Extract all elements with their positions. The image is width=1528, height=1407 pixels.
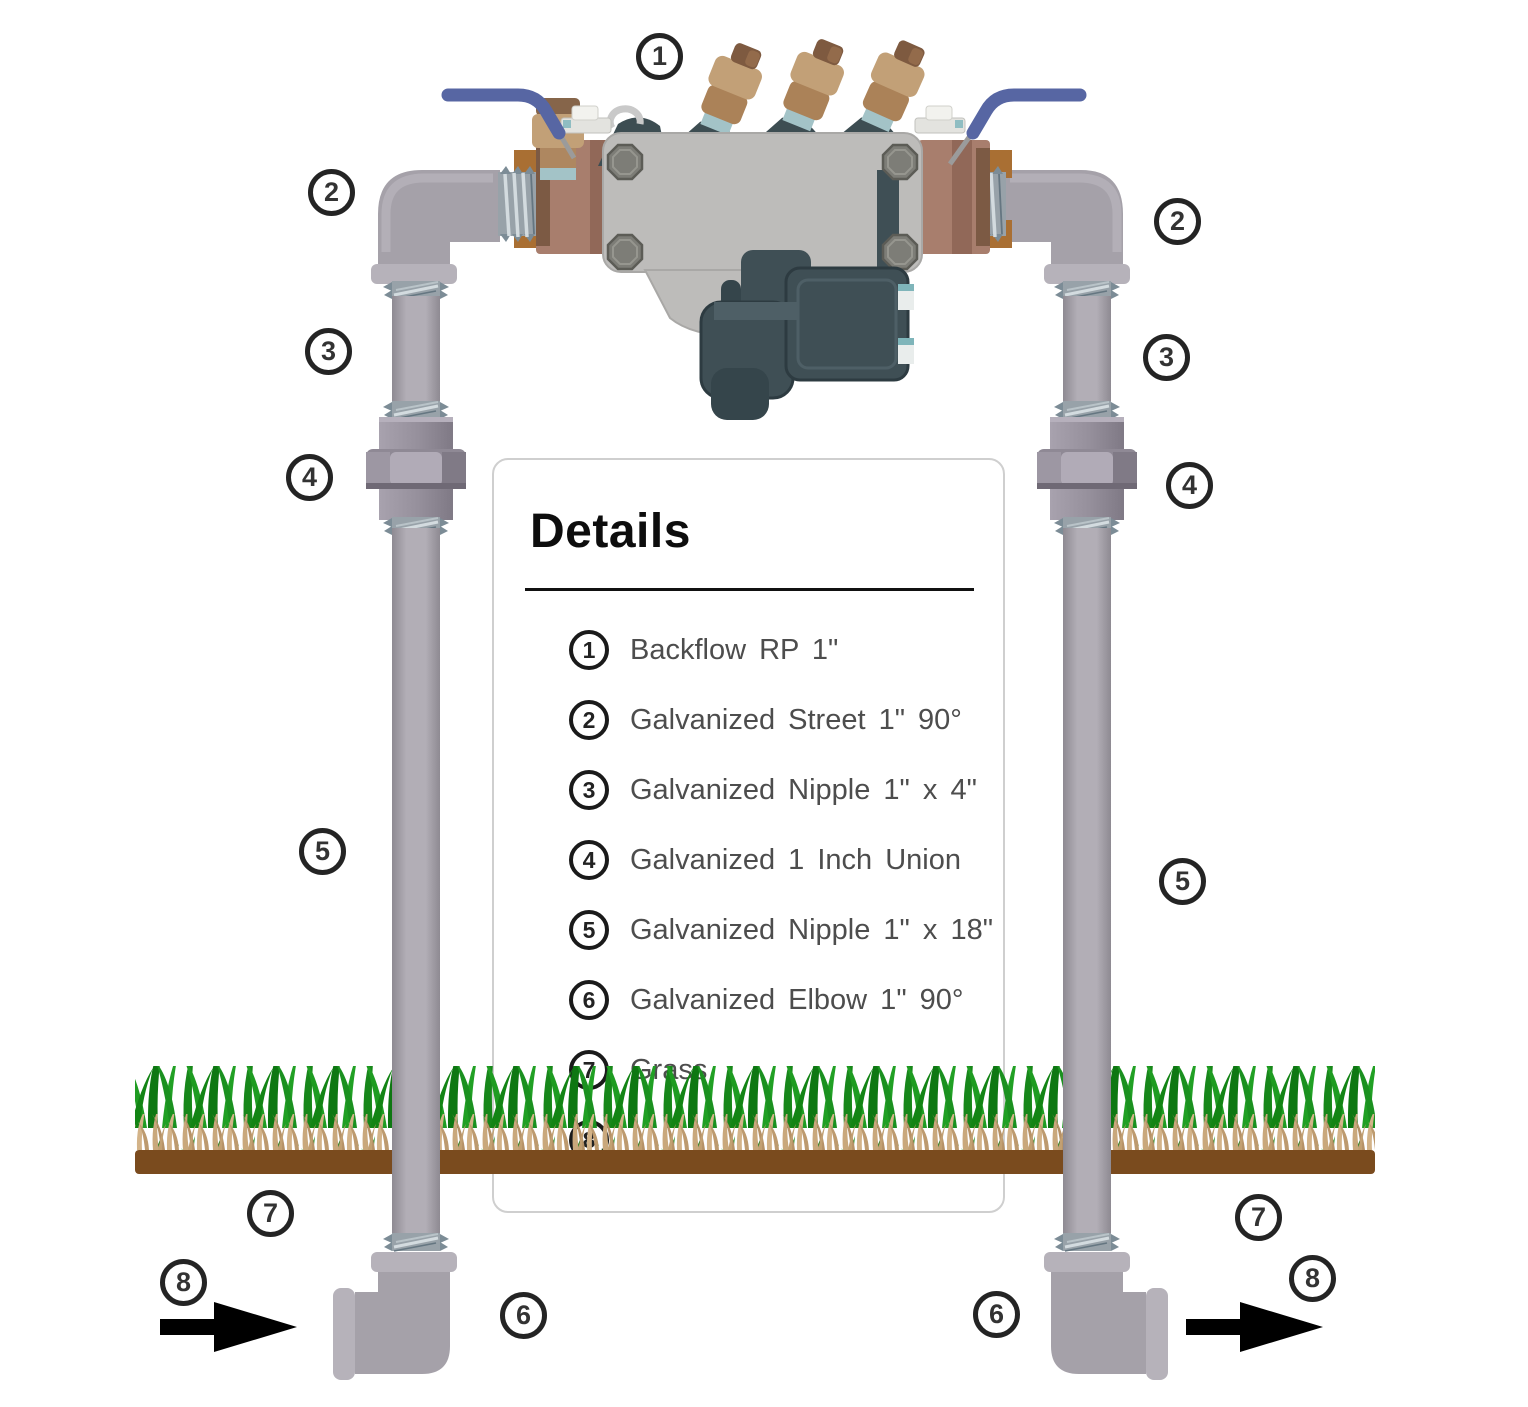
- legend-item-number-badge: 2: [569, 700, 609, 740]
- callout-7-right: 7: [1235, 1194, 1282, 1241]
- elbow-hub-right: [1044, 264, 1130, 284]
- elbow-hub-bottom-left: [371, 1252, 457, 1272]
- test-port-right-icon: [914, 105, 966, 134]
- backflow-preventer-device: [441, 28, 1087, 420]
- nipple-4in-right: [1063, 296, 1111, 404]
- nipple-18in-right: [1063, 528, 1111, 1248]
- nipple-18in-left: [392, 528, 440, 1248]
- device-body-plate: [602, 132, 923, 337]
- legend-item: 7 Grass: [569, 1048, 707, 1092]
- ball-valve-handle-right-icon: [947, 88, 1087, 166]
- legend-item-number-badge: 6: [569, 980, 609, 1020]
- legend-item-label: Galvanized Nipple 1" x 18": [630, 913, 994, 946]
- bolt-icon: [881, 233, 919, 271]
- elbow-collar-left: [333, 1288, 355, 1380]
- legend-item-label: Galvanized 1 Inch Union: [630, 843, 961, 876]
- relief-handle-icon: [598, 105, 668, 166]
- callout-6-left: 6: [500, 1292, 547, 1339]
- ball-valve-handle-left-icon: [441, 88, 577, 160]
- legend-item: 4 Galvanized 1 Inch Union: [569, 838, 961, 882]
- elbow-collar-right: [1146, 1288, 1168, 1380]
- callout-5-right: 5: [1159, 858, 1206, 905]
- legend-item-number-badge: 5: [569, 910, 609, 950]
- legend-item: 8: [569, 1118, 630, 1162]
- elbow-hub-bottom-right: [1044, 1252, 1130, 1272]
- legend-item: 5 Galvanized Nipple 1" x 18": [569, 908, 993, 952]
- bolt-icon: [606, 233, 644, 271]
- callout-4-right: 4: [1166, 462, 1213, 509]
- test-cock-left-icon: [532, 98, 584, 180]
- legend-item-label: Galvanized Street 1" 90°: [630, 703, 962, 736]
- callout-5-left: 5: [299, 828, 346, 875]
- legend-item: 1 Backflow RP 1": [569, 628, 838, 672]
- legend-item-label: Grass: [630, 1053, 708, 1086]
- elbow-hub-left: [371, 264, 457, 284]
- bolt-icon: [881, 143, 919, 181]
- callout-8-right: 8: [1289, 1255, 1336, 1302]
- elbow-bottom-right: [1051, 1272, 1146, 1374]
- callout-8-left: 8: [160, 1259, 207, 1306]
- legend-item-number-badge: 4: [569, 840, 609, 880]
- flow-arrow-right-icon: [160, 1302, 297, 1352]
- legend-item-number-badge: 8: [569, 1120, 609, 1160]
- left-pipe-run: [333, 170, 500, 1380]
- relief-valve-assembly: [699, 250, 914, 420]
- legend-item-number-badge: 7: [569, 1050, 609, 1090]
- callout-7-left: 7: [247, 1190, 294, 1237]
- nipple-4in-left: [392, 296, 440, 404]
- legend-item: 3 Galvanized Nipple 1" x 4": [569, 768, 977, 812]
- legend-item-number-badge: 1: [569, 630, 609, 670]
- callout-4-left: 4: [286, 454, 333, 501]
- callout-3-right: 3: [1143, 334, 1190, 381]
- callout-6-right: 6: [973, 1291, 1020, 1338]
- details-panel: Details 1 Backflow RP 1" 2 Galvanized St…: [492, 458, 1005, 1213]
- street-elbow-left: [378, 170, 500, 268]
- legend-item-label: Galvanized Elbow 1" 90°: [630, 983, 964, 1016]
- callout-2-right: 2: [1154, 198, 1201, 245]
- callout-1: 1: [636, 33, 683, 80]
- street-elbow-right: [1003, 170, 1123, 268]
- legend-item: 2 Galvanized Street 1" 90°: [569, 698, 962, 742]
- bolt-icon: [606, 143, 644, 181]
- legend-item-number-badge: 3: [569, 770, 609, 810]
- bronze-check-body-left: [536, 140, 608, 254]
- legend-item-label: Backflow RP 1": [630, 633, 839, 666]
- flow-arrow-right-icon: [1186, 1302, 1323, 1352]
- test-port-left-icon: [560, 105, 612, 134]
- union-left: [366, 417, 466, 520]
- bronze-check-body-right: [918, 140, 990, 254]
- callout-2-left: 2: [308, 169, 355, 216]
- panel-divider: [525, 588, 974, 591]
- union-right: [1037, 417, 1137, 520]
- callout-3-left: 3: [305, 328, 352, 375]
- legend-item: 6 Galvanized Elbow 1" 90°: [569, 978, 964, 1022]
- panel-title: Details: [530, 505, 691, 558]
- legend-item-label: Galvanized Nipple 1" x 4": [630, 773, 977, 806]
- elbow-bottom-left: [355, 1272, 450, 1374]
